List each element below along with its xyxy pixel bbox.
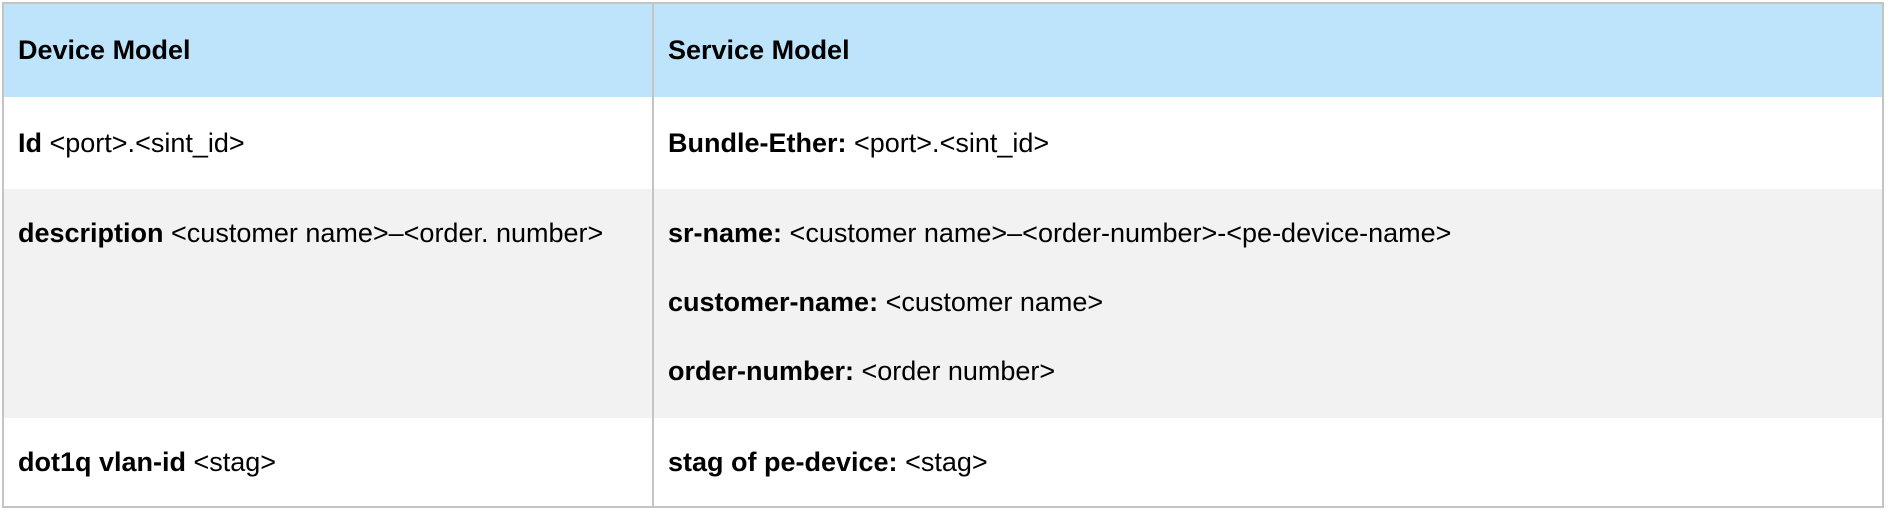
header-device-model-label: Device Model (18, 35, 191, 65)
device-cell-id: Id <port>.<sint_id> (4, 97, 654, 189)
device-cell-text: dot1q vlan-id <stag> (18, 440, 276, 485)
service-cell-text: stag of pe-device: <stag> (668, 440, 988, 485)
service-line-customer-name: customer-name: <customer name> (668, 280, 1868, 325)
device-key: description (18, 218, 164, 248)
service-value: <customer name>–<order-number>-<pe-devic… (782, 218, 1452, 248)
header-device-model: Device Model (4, 4, 654, 97)
service-key: sr-name: (668, 218, 783, 248)
service-cell-names: sr-name: <customer name>–<order-number>-… (654, 189, 1882, 418)
service-value: <order number> (854, 356, 1056, 386)
device-cell-description: description <customer name>–<order. numb… (4, 189, 654, 418)
service-key: stag of pe-device: (668, 446, 898, 477)
service-value: <port>.<sint_id> (846, 127, 1050, 158)
device-key: dot1q vlan-id (18, 446, 186, 477)
service-key: order-number: (668, 356, 855, 386)
device-cell-vlan: dot1q vlan-id <stag> (4, 418, 654, 506)
device-cell-text: description <customer name>–<order. numb… (18, 218, 603, 248)
device-value: <stag> (186, 446, 277, 477)
header-service-model-label: Service Model (668, 35, 850, 65)
service-cell-stag: stag of pe-device: <stag> (654, 418, 1882, 506)
device-value: <port>.<sint_id> (42, 127, 245, 158)
service-cell-text: Bundle-Ether: <port>.<sint_id> (668, 121, 1049, 166)
service-cell-bundle-ether: Bundle-Ether: <port>.<sint_id> (654, 97, 1882, 189)
service-line-sr-name: sr-name: <customer name>–<order-number>-… (668, 211, 1868, 256)
device-key: Id (18, 127, 42, 158)
header-service-model: Service Model (654, 4, 1882, 97)
service-value: <customer name> (878, 287, 1104, 317)
device-cell-text: Id <port>.<sint_id> (18, 121, 245, 166)
device-value: <customer name>–<order. number> (163, 218, 604, 248)
service-value: <stag> (897, 446, 988, 477)
service-key: customer-name: (668, 287, 879, 317)
service-line-order-number: order-number: <order number> (668, 349, 1868, 394)
service-key: Bundle-Ether: (668, 127, 847, 158)
